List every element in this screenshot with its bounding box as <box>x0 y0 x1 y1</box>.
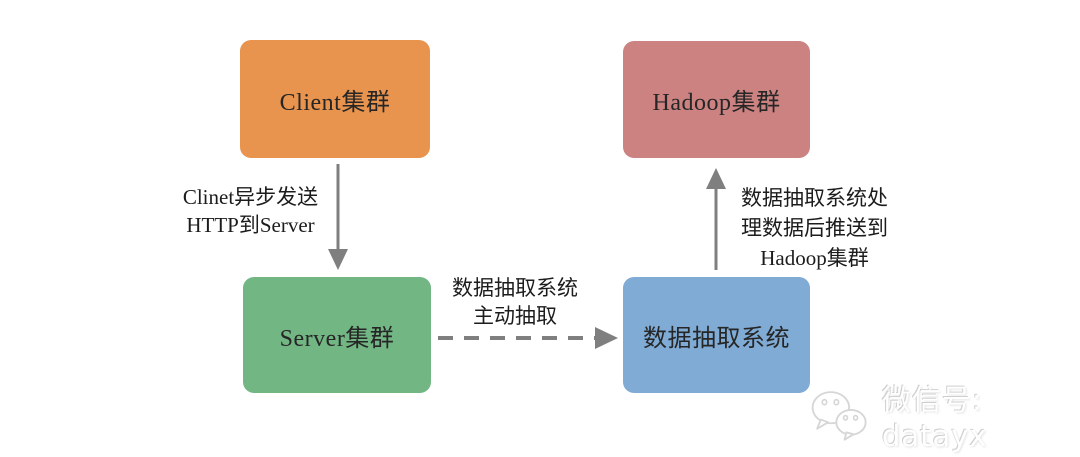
node-data-extract-system: 数据抽取系统 <box>623 277 810 393</box>
watermark-text: 微信号: datayx <box>881 383 988 453</box>
edge-label-line: 数据抽取系统处 <box>741 186 888 210</box>
node-server-cluster: Server集群 <box>243 277 431 393</box>
edge-label-client-to-server: Clinet异步发送 HTTP到Server <box>158 183 343 239</box>
edge-label-line: HTTP到Server <box>186 213 315 237</box>
edge-label-extract-to-hadoop: 数据抽取系统处 理数据后推送到 Hadoop集群 <box>722 183 907 273</box>
edge-label-line: 数据抽取系统 <box>452 276 578 300</box>
arrow-server-to-extract <box>438 327 618 349</box>
arrow-extract-to-hadoop <box>706 168 726 270</box>
arrow-client-to-server <box>328 164 348 270</box>
node-hadoop-cluster-label: Hadoop集群 <box>652 90 781 116</box>
node-hadoop-cluster: Hadoop集群 <box>623 41 810 158</box>
edge-label-line: Clinet异步发送 <box>182 185 319 209</box>
edge-label-line: 理数据后推送到 <box>741 216 888 240</box>
node-client-cluster-label: Client集群 <box>279 89 391 116</box>
edge-label-line: 主动抽取 <box>473 304 557 328</box>
edge-label-server-to-extract: 数据抽取系统 主动抽取 <box>425 274 605 330</box>
node-data-extract-system-label: 数据抽取系统 <box>643 325 790 352</box>
watermark: 微信号: datayx <box>808 377 1080 453</box>
edge-label-line: Hadoop集群 <box>760 246 869 270</box>
node-server-cluster-label: Server集群 <box>279 325 395 352</box>
node-client-cluster: Client集群 <box>240 40 430 158</box>
wechat-icon <box>811 391 867 441</box>
